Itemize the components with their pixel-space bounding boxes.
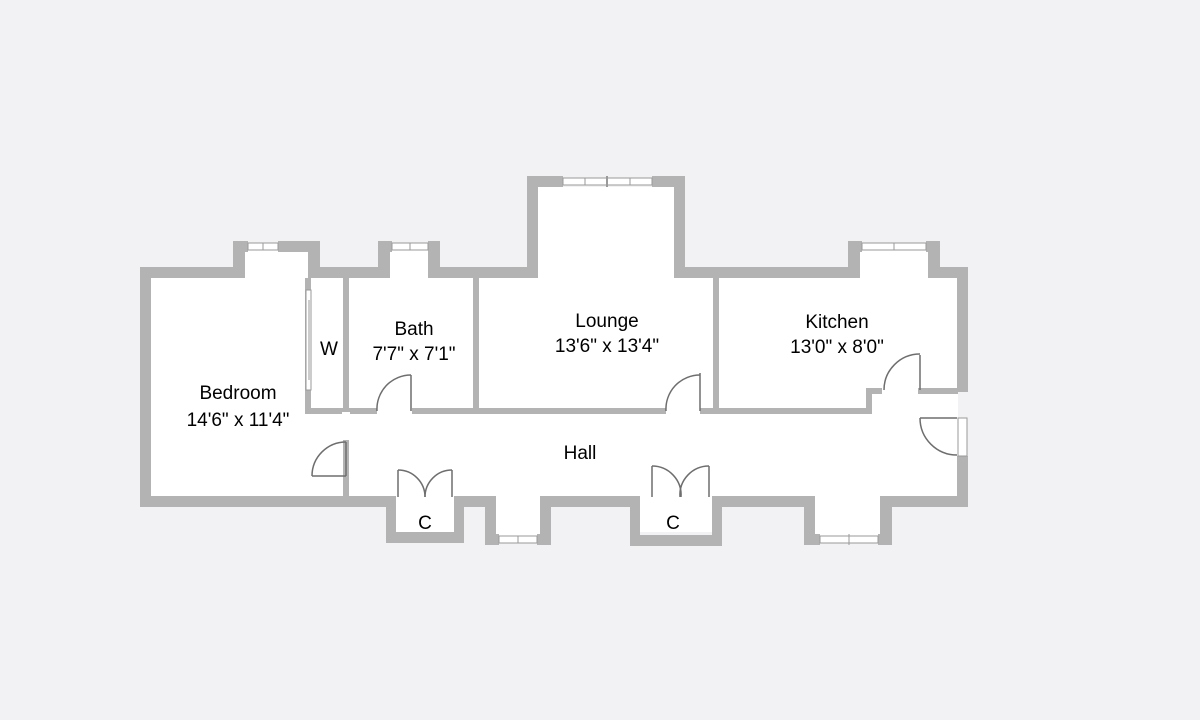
outer-walls — [140, 176, 968, 546]
windows — [247, 176, 968, 545]
lounge-dims: 13'6" x 13'4" — [555, 336, 659, 357]
wall-bay2-right — [880, 496, 892, 545]
wall-top-kitchen — [674, 267, 860, 278]
wall-bay1-left — [485, 496, 496, 545]
wall-bedroom-left — [140, 267, 151, 507]
doors — [311, 353, 958, 508]
wall-w-bath — [343, 278, 349, 412]
wall-bottom-mid3 — [712, 496, 815, 507]
cupboard-right-name: C — [666, 513, 680, 534]
room-labels: Bedroom 14'6" x 11'4" W Bath 7'7" x 7'1"… — [187, 311, 884, 534]
bath-name: Bath — [394, 319, 433, 340]
wall-kitchen-step — [866, 392, 872, 414]
wall-kitchen-step-top — [866, 388, 882, 394]
wall-bedroom-top-left — [140, 267, 245, 278]
wall-bottom-mid2 — [540, 496, 640, 507]
wall-lounge-bottom — [476, 408, 666, 414]
wall-lounge-kitchen — [713, 278, 719, 414]
bedroom-name: Bedroom — [199, 383, 276, 404]
kitchen-dims: 13'0" x 8'0" — [790, 337, 884, 358]
wardrobe-name: W — [320, 339, 338, 360]
wall-bottom-left — [140, 496, 386, 507]
wall-kitchen-step-right — [918, 388, 958, 394]
kitchen-name: Kitchen — [805, 312, 868, 333]
wall-kitchen-bottom — [700, 408, 866, 414]
floor-areas — [150, 187, 958, 541]
wall-top-bath — [428, 267, 538, 278]
wall-right-upper — [957, 267, 968, 392]
wall-cup2-right — [712, 496, 722, 546]
wall-bedroom-bay-top-r — [278, 241, 320, 252]
wall-lounge-bay-top-r — [652, 176, 685, 187]
window-hall-door — [957, 417, 968, 457]
wall-bay2-left — [804, 496, 815, 545]
wall-lounge-bay-left — [527, 176, 538, 278]
wall-bath-lounge — [473, 278, 479, 414]
wall-bay1-right — [540, 496, 551, 545]
bath-dims: 7'7" x 7'1" — [372, 344, 455, 365]
wall-w-bottom — [305, 408, 377, 414]
bedroom-dims: 14'6" x 11'4" — [187, 410, 290, 431]
wall-bottom-mid1 — [454, 496, 496, 507]
wall-cup1-bottom — [386, 532, 464, 543]
wall-bay2-bottom-l — [804, 534, 820, 545]
wall-cup1-right — [454, 496, 464, 543]
wall-bedroom-bay-top-l — [233, 241, 248, 252]
wall-cup2-left — [630, 496, 640, 546]
wall-lounge-bay-right — [674, 176, 685, 278]
lounge-name: Lounge — [575, 311, 638, 332]
wall-kitchen-bay-top-l — [848, 241, 862, 252]
wall-bath-bay-top-l — [378, 241, 392, 252]
wall-right-lower — [957, 456, 968, 507]
wall-cup2-bottom — [630, 535, 722, 546]
wall-bath-bottom — [412, 408, 476, 414]
wall-top-w — [308, 267, 388, 278]
wall-bay1-bottom-l — [485, 534, 499, 545]
hall-name: Hall — [564, 443, 597, 464]
wall-lounge-bay-top-l — [527, 176, 563, 187]
wall-top-right — [928, 267, 968, 278]
wall-cup1-left — [386, 496, 396, 543]
wall-bottom-right — [880, 496, 968, 507]
cupboard-left-name: C — [418, 513, 432, 534]
